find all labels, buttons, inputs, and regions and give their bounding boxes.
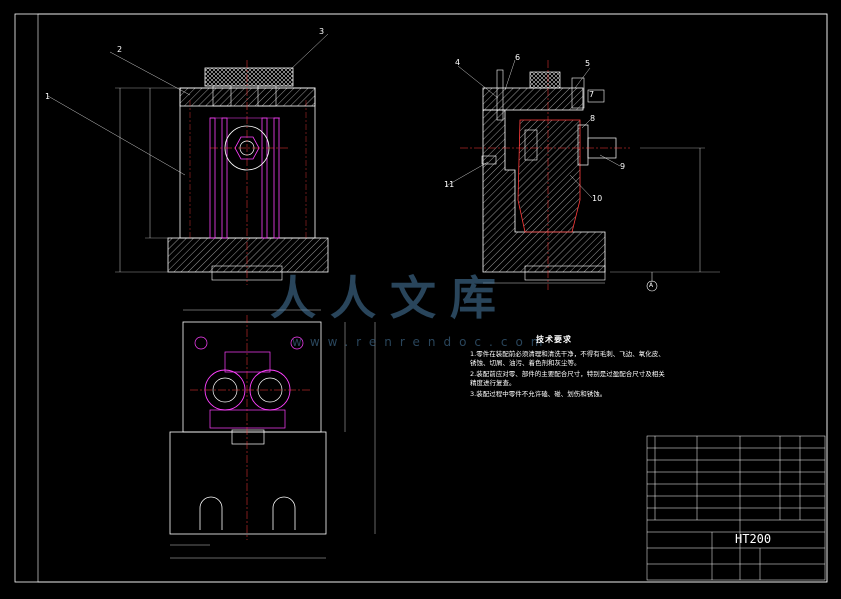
watermark-url: www.renrendoc.com — [292, 335, 551, 349]
balloon-3: 3 — [319, 27, 325, 36]
knurled-knob — [204, 67, 294, 87]
angle-bracket — [482, 109, 606, 273]
top-view — [169, 309, 376, 559]
tech-req-item-2: 2.装配前应对零、部件的主要配合尺寸，特别是过盈配合尺寸及相关精度进行复查。 — [470, 370, 665, 387]
front-view — [47, 33, 329, 285]
balloon-5: 5 — [585, 59, 591, 68]
tech-req-item-3: 3.装配过程中零件不允许磕、碰、划伤和锈蚀。 — [470, 390, 607, 398]
tech-req-item-1: 1.零件在装配前必须清理和清洗干净，不得有毛刺、飞边、氧化皮、锈蚀、切屑、油污、… — [470, 350, 665, 367]
inner-border — [37, 13, 828, 583]
balloon-10: 10 — [592, 194, 603, 203]
balloon-8: 8 — [590, 114, 596, 123]
material-label: HT200 — [735, 532, 772, 546]
balloon-9: 9 — [620, 162, 626, 171]
balloon-2: 2 — [117, 45, 123, 54]
side-view — [445, 59, 720, 292]
base-plate — [167, 237, 329, 273]
u-slot-left — [199, 496, 223, 530]
datum-label: A — [649, 282, 654, 289]
balloon-4: 4 — [455, 58, 461, 67]
balloon-11: 11 — [444, 180, 455, 189]
balloon-1: 1 — [45, 92, 51, 101]
datum-circle — [646, 280, 658, 292]
balloon-7: 7 — [589, 90, 595, 99]
title-block — [646, 435, 826, 581]
balloon-6: 6 — [515, 53, 521, 62]
u-slot-right — [272, 496, 296, 530]
watermark-text: 人人文库 — [270, 271, 510, 325]
tech-req-title: 技术要求 — [536, 335, 572, 344]
